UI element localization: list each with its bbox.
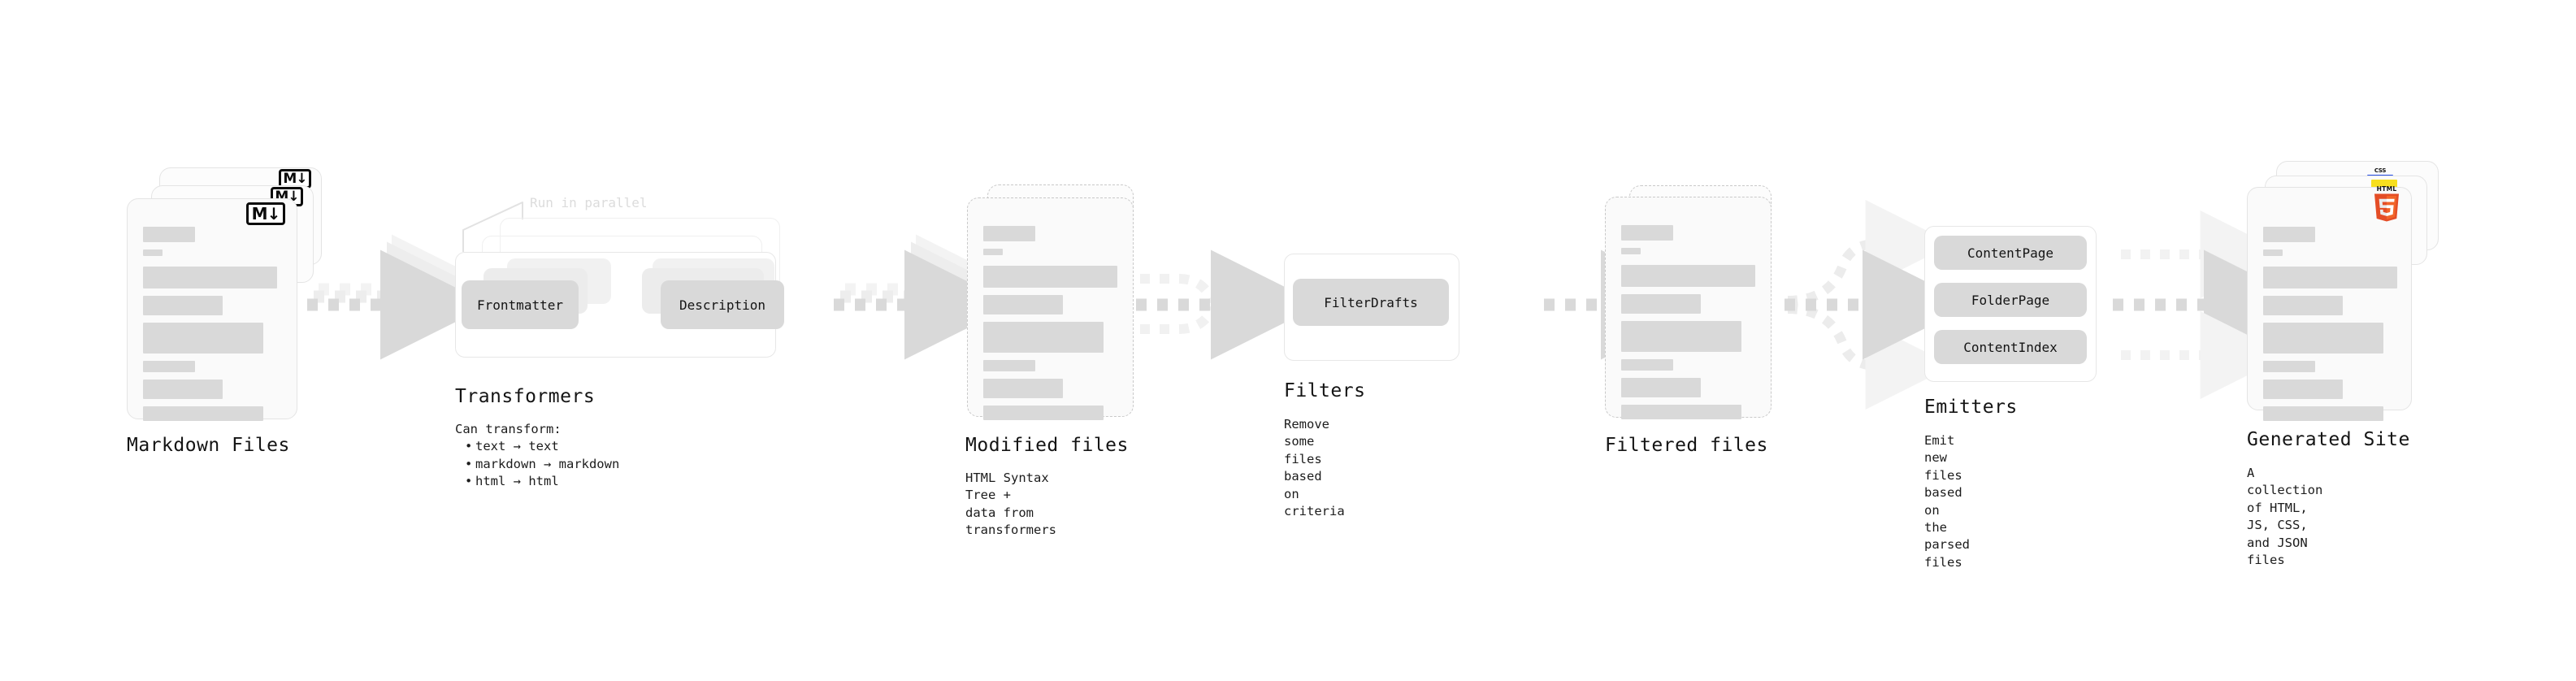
- markdown-doc-front: [127, 198, 297, 421]
- content-bar: [983, 379, 1063, 398]
- caption-filters: Filters: [1284, 380, 1366, 401]
- content-bar: [143, 296, 223, 315]
- markdown-doc-content: [143, 227, 285, 428]
- content-bar: [983, 249, 1003, 255]
- caption-generated-site: Generated Site: [2247, 429, 2410, 450]
- caption-filtered-files: Filtered files: [1605, 435, 1768, 456]
- chip-contentpage-label: ContentPage: [1967, 245, 2053, 261]
- conn-modified-to-filters: [1136, 249, 1321, 360]
- site-doc-front: [2247, 187, 2412, 421]
- content-bar: [2263, 249, 2283, 256]
- filtered-doc-front: [1605, 197, 1772, 419]
- content-bar: [1621, 265, 1755, 287]
- content-bar: [1621, 359, 1673, 371]
- conn-md-to-transformers: [307, 234, 501, 360]
- chip-filterdrafts[interactable]: FilterDrafts: [1293, 279, 1449, 326]
- chip-frontmatter-label: Frontmatter: [477, 297, 563, 313]
- html5-icon: HTML: [2373, 186, 2400, 222]
- subtitle-filters: Remove some files based on criteria: [1284, 417, 1345, 518]
- content-bar: [1621, 248, 1641, 254]
- content-bar: [143, 227, 195, 242]
- content-bar: [143, 267, 277, 288]
- content-bar: [2263, 323, 2383, 354]
- content-bar: [983, 406, 1104, 420]
- content-bar: [143, 361, 195, 372]
- chip-frontmatter[interactable]: Frontmatter: [462, 280, 579, 329]
- transformers-capability-list: Can transform: text → text markdown → ma…: [455, 421, 619, 491]
- caption-emitters: Emitters: [1924, 397, 2018, 418]
- content-bar: [2263, 361, 2315, 372]
- html5-wordmark: HTML: [2376, 185, 2397, 193]
- markdown-badge-letter: M: [283, 170, 297, 187]
- chip-description[interactable]: Description: [661, 280, 784, 329]
- conn-emitters-to-site: [2113, 210, 2314, 399]
- markdown-badge-letter: M: [251, 204, 268, 223]
- caption-modified-files: Modified files: [965, 435, 1129, 456]
- list-item: markdown → markdown: [465, 456, 619, 473]
- site-doc-content: [2263, 227, 2400, 428]
- filtered-doc-content: [1621, 225, 1759, 427]
- content-bar: [2263, 296, 2343, 315]
- transformers-list: text → text markdown → markdown html → h…: [455, 438, 619, 490]
- content-bar: [1621, 378, 1701, 397]
- content-bar: [983, 360, 1035, 371]
- run-in-parallel-label: Run in parallel: [530, 195, 648, 210]
- content-bar: [1621, 294, 1701, 314]
- content-bar: [1621, 225, 1673, 241]
- chip-contentpage[interactable]: ContentPage: [1934, 236, 2087, 270]
- content-bar: [983, 295, 1063, 314]
- content-bar: [983, 226, 1035, 241]
- transformers-list-lead: Can transform:: [455, 422, 562, 436]
- subtitle-emitters: Emit new files based on the parsed files: [1924, 433, 1970, 570]
- content-bar: [143, 323, 263, 354]
- chip-folderpage-label: FolderPage: [1971, 292, 2050, 308]
- content-bar: [143, 249, 163, 256]
- markdown-badge-front: M↓: [246, 202, 285, 225]
- chip-folderpage[interactable]: FolderPage: [1934, 283, 2087, 317]
- content-bar: [143, 406, 263, 421]
- list-item: html → html: [465, 473, 619, 490]
- markdown-badge-arrow: ↓: [267, 204, 281, 223]
- content-bar: [1621, 405, 1741, 419]
- css-badge-text: CSS: [2374, 167, 2387, 174]
- modified-doc-front: [967, 197, 1134, 420]
- subtitle-generated-site: A collection of HTML, JS, CSS, and JSON …: [2247, 466, 2323, 567]
- markdown-badge-arrow: ↓: [296, 170, 307, 187]
- content-bar: [983, 266, 1117, 288]
- content-bar: [983, 322, 1104, 353]
- chip-description-label: Description: [679, 297, 765, 313]
- caption-transformers: Transformers: [455, 386, 596, 407]
- conn-filtered-to-emitters: [1785, 200, 1972, 410]
- subtitle-modified-files: HTML Syntax Tree + data from transformer…: [965, 471, 1056, 538]
- list-item: text → text: [465, 438, 619, 455]
- content-bar: [2263, 406, 2383, 421]
- content-bar: [2263, 267, 2397, 288]
- caption-markdown-files: Markdown Files: [127, 435, 290, 456]
- content-bar: [2263, 227, 2315, 242]
- content-bar: [1621, 321, 1741, 352]
- html5-shield: [2374, 193, 2400, 221]
- content-bar: [2263, 380, 2343, 399]
- conn-transformers-to-modified: [834, 234, 1026, 360]
- modified-doc-content: [983, 226, 1121, 427]
- content-bar: [143, 380, 223, 399]
- chip-contentindex-label: ContentIndex: [1963, 339, 2058, 355]
- chip-contentindex[interactable]: ContentIndex: [1934, 330, 2087, 364]
- chip-filterdrafts-label: FilterDrafts: [1324, 294, 1418, 310]
